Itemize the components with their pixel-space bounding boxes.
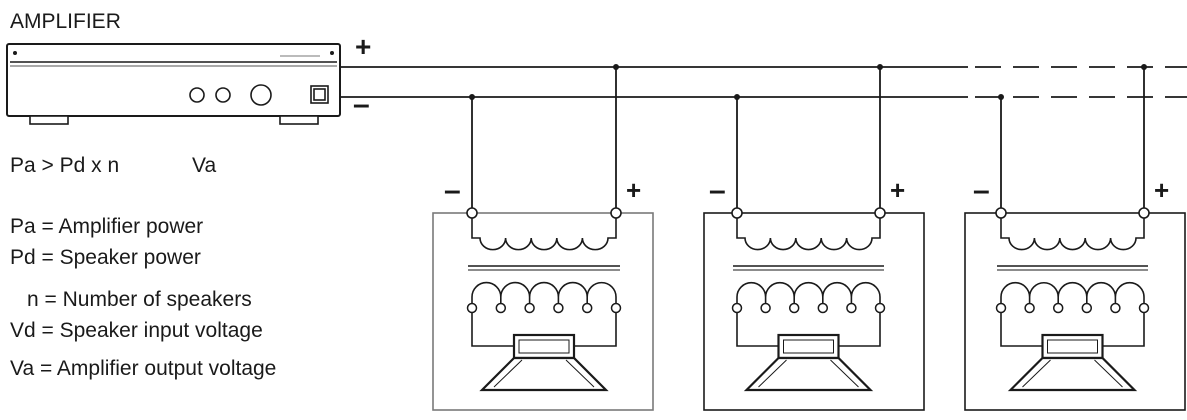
negative-terminal-icon: [731, 207, 743, 219]
speaker-unit-1: –+: [432, 64, 654, 411]
junction-dot: [734, 94, 740, 100]
junction-dot: [613, 64, 619, 70]
tap-terminal-icon: [495, 302, 507, 314]
tap-terminal-icon: [1081, 302, 1093, 314]
tap-terminal-icon: [1024, 302, 1035, 314]
tap-terminal-icon: [581, 302, 593, 314]
legend-item-va: Va = Amplifier output voltage: [10, 357, 276, 380]
speaker-wire: [574, 312, 617, 347]
primary-winding: [471, 218, 617, 251]
positive-terminal-icon: [1138, 207, 1150, 219]
secondary-winding: [736, 281, 881, 298]
primary-winding: [1000, 218, 1145, 251]
positive-terminal-icon: [610, 207, 622, 219]
positive-terminal-icon: [874, 207, 886, 219]
amplifier-icon: [6, 43, 341, 125]
speaker-wire: [471, 312, 514, 347]
speaker-unit-3: –+: [964, 64, 1186, 411]
speaker-units: –+–+–+: [432, 64, 1186, 411]
tap-terminal-icon: [788, 302, 800, 314]
negative-terminal-icon: [995, 207, 1007, 219]
junction-dot: [1141, 64, 1147, 70]
junction-dot: [469, 94, 475, 100]
amplifier-label: AMPLIFIER: [10, 10, 121, 33]
tap-terminal-icon: [553, 302, 564, 314]
negative-terminal-icon: [466, 207, 478, 219]
primary-winding: [736, 218, 881, 251]
legend-item-pd: Pd = Speaker power: [10, 246, 201, 269]
speaker-wire: [1000, 312, 1043, 347]
terminal-minus-sign: –: [444, 174, 461, 207]
amplifier-minus-sign: –: [353, 88, 370, 121]
legend-item-n: n = Number of speakers: [27, 288, 252, 311]
legend-item-pa: Pa = Amplifier power: [10, 215, 203, 238]
speaker-wire: [1102, 312, 1145, 347]
loudspeaker-icon: [479, 333, 609, 392]
speaker-wire: [736, 312, 779, 347]
terminal-plus-sign: +: [1154, 175, 1169, 205]
tap-terminal-icon: [817, 302, 829, 314]
junction-dot: [998, 94, 1004, 100]
tap-terminal-icon: [874, 302, 886, 314]
tap-terminal-icon: [524, 302, 535, 314]
tap-terminal-icon: [846, 302, 857, 314]
tap-terminal-icon: [466, 302, 478, 314]
legend-item-vd: Vd = Speaker input voltage: [10, 319, 263, 342]
terminal-minus-sign: –: [709, 174, 726, 207]
terminal-plus-sign: +: [626, 175, 641, 205]
terminal-plus-sign: +: [890, 175, 905, 205]
speaker-unit-2: –+: [703, 64, 925, 411]
amplifier-plus-sign: +: [355, 31, 371, 62]
junction-dot: [877, 64, 883, 70]
loudspeaker-icon: [743, 333, 874, 392]
tap-terminal-icon: [1138, 302, 1150, 314]
power-formula: Pa > Pd x n: [10, 154, 119, 177]
tap-terminal-icon: [1110, 302, 1121, 314]
terminal-minus-sign: –: [973, 174, 990, 207]
secondary-winding: [1000, 281, 1145, 298]
secondary-winding: [471, 281, 617, 298]
amplifier-voltage-label: Va: [192, 154, 216, 177]
speaker-wire: [838, 312, 881, 347]
tap-terminal-icon: [731, 302, 743, 314]
tap-terminal-icon: [995, 302, 1007, 314]
tap-terminal-icon: [1052, 302, 1064, 314]
loudspeaker-icon: [1007, 333, 1138, 392]
tap-terminal-icon: [760, 302, 771, 314]
tap-terminal-icon: [610, 302, 622, 314]
